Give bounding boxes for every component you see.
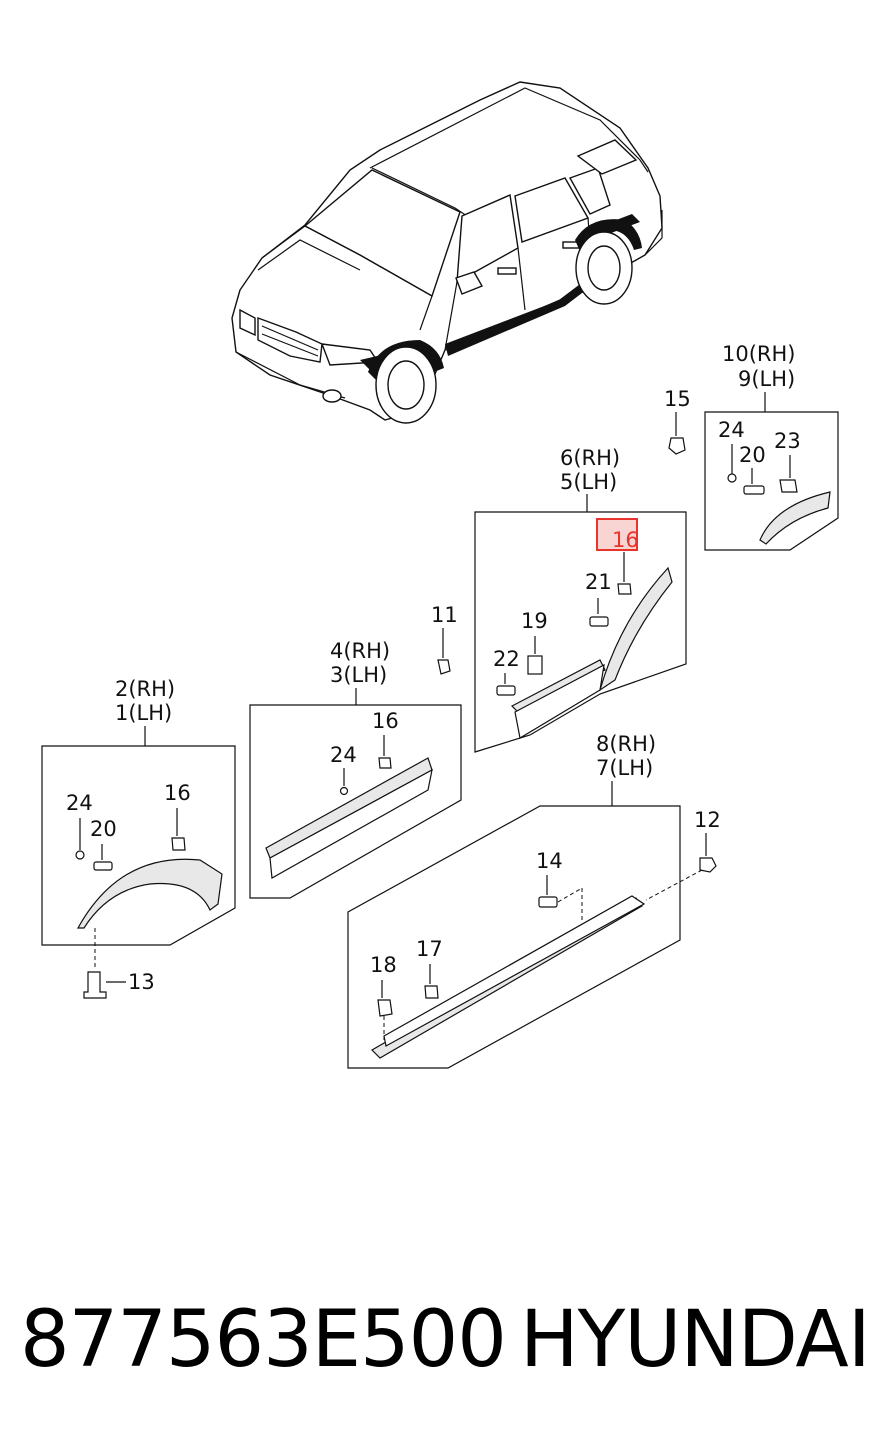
callout-rh: 10(RH) [722, 342, 796, 366]
part-label-11: 11 [431, 603, 458, 627]
callout-lh: 1(LH) [115, 701, 172, 725]
front-fender-moulding-group: 2(RH) 1(LH) 24 20 16 [41, 677, 236, 970]
part-label-14: 14 [536, 849, 563, 873]
rear-quarter-moulding-group: 10(RH) 9(LH) 24 20 23 [704, 342, 839, 551]
brand-name: HYUNDAI [520, 1295, 871, 1385]
part-label-18: 18 [370, 953, 397, 977]
part-label-16: 16 [372, 709, 399, 733]
callout-lh: 9(LH) [738, 367, 795, 391]
vehicle-illustration [231, 81, 663, 424]
part-label-16: 16 [164, 781, 191, 805]
callout-rh: 4(RH) [330, 639, 390, 663]
part-label-21: 21 [585, 570, 612, 594]
part-label-19: 19 [521, 609, 548, 633]
callout-lh: 7(LH) [596, 756, 653, 780]
side-sill-moulding-group: 8(RH) 7(LH) 14 17 18 [347, 732, 681, 1069]
callout-rh: 8(RH) [596, 732, 656, 756]
part-label-20: 20 [739, 443, 766, 467]
parts-diagram: 10(RH) 9(LH) 24 20 23 15 6(RH) 5(LH) 16 … [41, 81, 839, 1069]
footer: 877563E500 HYUNDAI [0, 1290, 886, 1410]
part-label-15: 15 [664, 387, 691, 411]
callout-rh: 2(RH) [115, 677, 175, 701]
rear-door-moulding-group: 6(RH) 5(LH) 16 21 19 22 [474, 446, 687, 753]
part-11-group: 11 [431, 603, 458, 675]
part-13-group: 13 [83, 970, 155, 999]
part-label-16-highlighted: 16 [612, 528, 639, 552]
part-label-13: 13 [128, 970, 155, 994]
part-label-24: 24 [66, 791, 93, 815]
part-label-24: 24 [718, 418, 745, 442]
callout-lh: 5(LH) [560, 470, 617, 494]
part-12-group: 12 [645, 808, 721, 901]
part-number: 877563E500 [20, 1295, 507, 1385]
part-15-group: 15 [664, 387, 691, 455]
part-label-12: 12 [694, 808, 721, 832]
part-label-20: 20 [90, 817, 117, 841]
part-label-24: 24 [330, 743, 357, 767]
callout-rh: 6(RH) [560, 446, 620, 470]
part-label-17: 17 [416, 937, 443, 961]
highlight-box [596, 518, 638, 551]
part-label-23: 23 [774, 429, 801, 453]
callout-lh: 3(LH) [330, 663, 387, 687]
part-label-22: 22 [493, 647, 520, 671]
front-door-moulding-group: 4(RH) 3(LH) 16 24 [249, 639, 462, 899]
